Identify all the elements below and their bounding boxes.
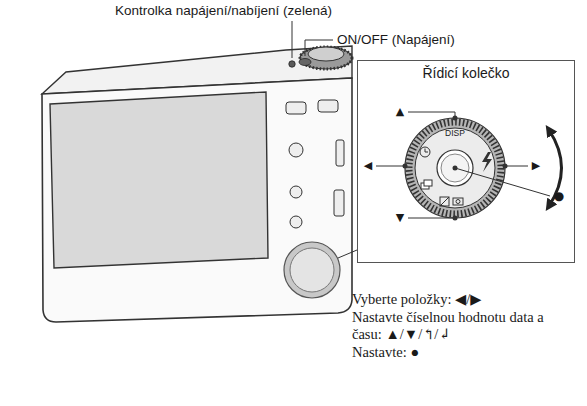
center-button bbox=[437, 150, 473, 186]
button bbox=[286, 102, 306, 114]
port-cover bbox=[334, 190, 344, 216]
burst-icon bbox=[421, 180, 432, 189]
top-dial-knurl bbox=[300, 47, 352, 69]
control-wheel-pad bbox=[284, 242, 340, 298]
center-symbol: ● bbox=[554, 189, 564, 203]
flash-icon bbox=[482, 152, 492, 172]
label-holder: Kontrolka napájení/nabíjení (zelená) bbox=[115, 3, 332, 19]
button bbox=[318, 100, 338, 112]
power-lamp bbox=[289, 61, 295, 67]
top-dial bbox=[300, 47, 352, 69]
label-holder: ◀ bbox=[364, 160, 372, 173]
label-holder: ▶ bbox=[532, 160, 540, 173]
direction-symbol: ▲ bbox=[396, 105, 404, 118]
exposure-icon bbox=[440, 197, 463, 206]
lcd-screen bbox=[50, 92, 268, 268]
button bbox=[290, 186, 302, 198]
direction-symbol: ▼ bbox=[396, 211, 404, 224]
wheel-knurl bbox=[409, 122, 501, 214]
label-holder: ▲ bbox=[396, 106, 404, 119]
leader-line bbox=[376, 112, 550, 218]
direction-symbol: ◀ bbox=[364, 159, 372, 172]
part-label: Kontrolka napájení/nabíjení (zelená) bbox=[115, 3, 332, 18]
self-timer-icon bbox=[420, 147, 430, 157]
label-holder: DISP bbox=[445, 129, 465, 139]
control-wheel-pad bbox=[290, 248, 334, 292]
box-heading: Řídicí kolečko bbox=[358, 61, 574, 81]
control-wheel bbox=[405, 118, 505, 218]
instruction-text: Nastavte číselnou hodnotu data a času: ▲… bbox=[352, 309, 564, 344]
leader-dot bbox=[403, 116, 508, 221]
leader-line bbox=[292, 21, 293, 58]
top-dial-cap bbox=[308, 47, 344, 61]
direction-symbol: ▶ bbox=[532, 159, 540, 172]
strap-lug bbox=[336, 140, 344, 166]
button bbox=[289, 143, 303, 157]
instruction-text: Vyberte položky: ◀/▶ bbox=[352, 291, 564, 309]
button bbox=[290, 216, 302, 228]
button-label: DISP bbox=[445, 128, 465, 138]
wheel-face bbox=[415, 128, 495, 208]
callout-box: Řídicí kolečko bbox=[357, 60, 575, 263]
camera-body bbox=[42, 78, 352, 322]
leader-line bbox=[305, 40, 333, 56]
center-button bbox=[441, 154, 469, 182]
label-holder: ▼ bbox=[396, 212, 404, 225]
label-holder: ON/OFF (Napájení) bbox=[337, 32, 455, 48]
instruction-text: Nastavte: ● bbox=[352, 344, 564, 362]
label-holder: ● bbox=[554, 190, 564, 204]
part-label: ON/OFF (Napájení) bbox=[337, 32, 455, 47]
power-button bbox=[299, 59, 311, 66]
leader-line bbox=[338, 250, 357, 258]
instruction-block: Vyberte položky: ◀/▶Nastavte číselnou ho… bbox=[352, 291, 564, 361]
